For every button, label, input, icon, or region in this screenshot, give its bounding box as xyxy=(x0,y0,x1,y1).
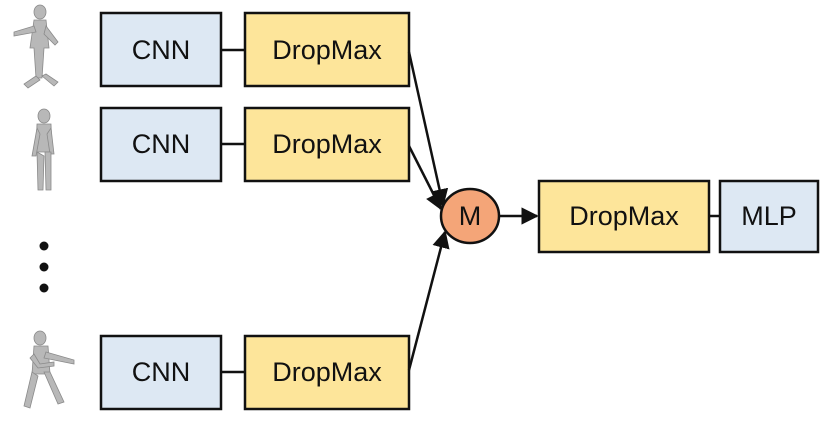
cnn-label-1: CNN xyxy=(132,35,191,65)
dropmax-label-n: DropMax xyxy=(272,357,382,387)
cnn-label-n: CNN xyxy=(132,357,191,387)
cnn-box-1 xyxy=(99,11,223,88)
dropmax-box-1 xyxy=(243,11,411,88)
arrow-row1-to-merge xyxy=(407,51,449,207)
cnn-label-2: CNN xyxy=(132,129,191,159)
dropmax-box-n xyxy=(243,334,411,411)
merge-label: M xyxy=(459,201,482,231)
view-thumbnail-2 xyxy=(31,108,55,191)
dropmax-box-2 xyxy=(243,106,411,183)
dropmax-label-2: DropMax xyxy=(272,129,382,159)
mlp-label: MLP xyxy=(741,201,797,231)
final-dropmax-box xyxy=(537,179,711,254)
mlp-box xyxy=(718,179,820,254)
view-thumbnail-1 xyxy=(13,4,59,89)
dropmax-label-1: DropMax xyxy=(272,35,382,65)
arrow-row2-to-merge xyxy=(407,145,443,211)
view-thumbnail-n xyxy=(23,330,75,409)
cnn-box-2 xyxy=(99,106,223,183)
arrow-rown-to-merge xyxy=(407,230,450,371)
final-dropmax-label: DropMax xyxy=(569,201,679,231)
ellipsis-dots xyxy=(39,241,49,293)
